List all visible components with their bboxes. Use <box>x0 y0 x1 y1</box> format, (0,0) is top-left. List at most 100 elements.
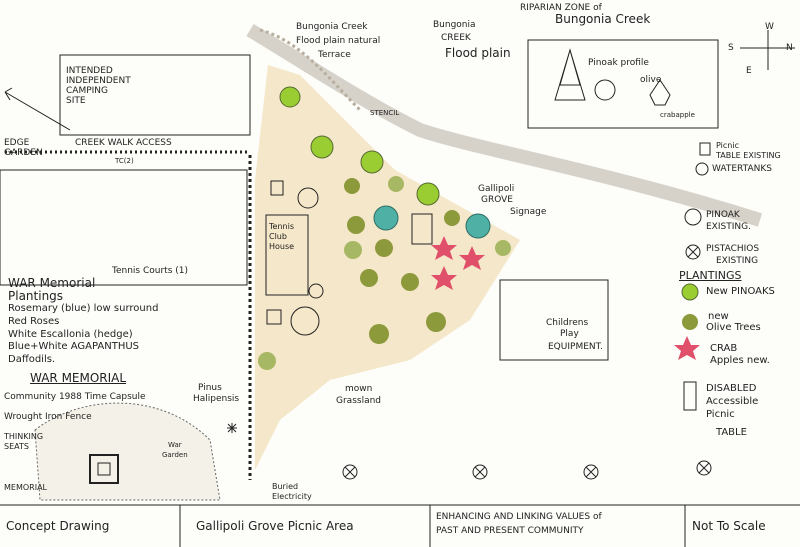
legend-crab-1: CRAB <box>710 343 738 354</box>
picnic-table-existing <box>270 180 284 196</box>
creek-band <box>246 23 763 227</box>
legend-pinoak-existing-1: PINOAK <box>706 210 740 220</box>
disabled-table-map <box>411 213 433 245</box>
camping-line-4: SITE <box>66 96 86 106</box>
camping-line-1: INTENDED <box>66 66 113 76</box>
legend-disabled-2: Accessible <box>706 396 759 407</box>
thinking-seats-1: THINKING <box>4 432 44 441</box>
picnic-table-existing <box>266 309 282 325</box>
legend-disabled-4: TABLE <box>716 427 747 438</box>
legend-watertanks: WATERTANKS <box>712 164 772 174</box>
legend-symbols <box>681 283 699 330</box>
pistachio-existing <box>472 464 488 480</box>
pistachio-existing <box>342 464 358 480</box>
crab-profile-label: crabapple <box>660 111 695 119</box>
compass-e: E <box>746 66 752 76</box>
legend-new-pinoaks: New PINOAKS <box>706 286 775 297</box>
mown-label-2: Grassland <box>336 396 381 406</box>
olive-new <box>344 178 360 194</box>
fence-label: Wrought Iron Fence <box>4 412 92 422</box>
war-plantings-title-2: Plantings <box>8 289 64 303</box>
pistachio-cross <box>698 462 710 474</box>
picnic-tables <box>266 142 711 411</box>
war-garden-label-2: Garden <box>162 451 188 459</box>
memorial-block <box>89 454 119 484</box>
pinoak-new <box>416 182 440 206</box>
edge-label: EDGE <box>4 138 30 148</box>
war-plantings-item: White Escallonia (hedge) <box>8 329 133 340</box>
olive-new <box>375 239 393 257</box>
pistachio-cross <box>687 246 699 258</box>
pinoak-new <box>310 135 334 159</box>
olive-new <box>258 352 276 370</box>
tennis-club-label: Tennis Club House <box>269 222 295 251</box>
tennis-court-box <box>0 169 248 286</box>
riparian-zone-label: RIPARIAN ZONE of <box>520 3 602 13</box>
crab-apple <box>674 336 700 360</box>
floodplain-natural-2: Flood plain natural <box>296 36 381 46</box>
legend-pinoak-existing-2: EXISTING. <box>706 222 751 232</box>
children-line-3: EQUIPMENT. <box>548 342 603 352</box>
war-plantings-item: Red Roses <box>8 316 60 327</box>
tennis-club-house <box>265 214 309 296</box>
legend-disabled-3: Picnic <box>706 409 735 420</box>
legend-new-olive-2: Olive Trees <box>706 322 761 333</box>
olive-new <box>495 240 511 256</box>
picnic-table-existing <box>699 142 711 156</box>
olive-new <box>444 210 460 226</box>
floodplain-natural-3: Terrace <box>318 50 351 60</box>
camping-line-3: CAMPING <box>66 86 108 96</box>
legend-plantings-heading: PLANTINGS <box>679 269 742 282</box>
title-scale: Not To Scale <box>692 519 766 533</box>
pinoak-existing <box>684 208 702 226</box>
buried-label-2: Electricity <box>272 492 312 501</box>
title-area: Gallipoli Grove Picnic Area <box>196 519 354 533</box>
camping-line-2: INDEPENDENT <box>66 76 131 86</box>
profile-box <box>527 39 719 129</box>
legend-picnic-existing-2: TABLE EXISTING <box>716 151 781 160</box>
legend-crab-2: Apples new. <box>710 355 770 366</box>
pinus-label-2: Halipensis <box>193 394 240 404</box>
creek-flood-1: Bungonia <box>433 20 476 30</box>
pinoak-profile <box>554 48 586 101</box>
legend-disabled-1: DISABLED <box>706 383 757 394</box>
pinus-label-1: Pinus <box>198 383 222 393</box>
memorial-inner <box>97 462 111 476</box>
war-memorial-heading: WAR MEMORIAL <box>30 371 127 385</box>
compass-cross <box>740 30 795 70</box>
legend-picnic-existing-1: Picnic <box>716 141 739 150</box>
pinoak-profile-label: Pinoak profile <box>588 58 649 68</box>
pistachio-markers <box>342 244 712 480</box>
children-line-1: Childrens <box>546 318 589 328</box>
crab-apple <box>431 266 457 290</box>
crab-profile <box>649 79 671 106</box>
memorial-label: MEMORIAL <box>4 483 48 492</box>
thinking-seats-2: SEATS <box>4 442 29 451</box>
teal-tree <box>373 205 399 231</box>
pinoak-existing <box>290 306 320 336</box>
war-garden-label-1: War <box>168 441 182 449</box>
mown-label-1: mown <box>345 384 373 394</box>
legend-pistachios-2: EXISTING <box>716 256 759 266</box>
crab-apple <box>431 236 457 260</box>
children-play-box <box>499 279 609 361</box>
olive-new <box>360 269 378 287</box>
stencil-label: STENCIL <box>370 109 400 117</box>
olive-profile <box>594 79 616 101</box>
war-plantings-item: Daffodils. <box>8 354 56 365</box>
tennis-courts-label: Tennis Courts (1) <box>112 266 188 276</box>
creek-flood-2: CREEK <box>441 33 471 43</box>
legend-olive-swatch <box>682 314 698 330</box>
compass-w: W <box>765 22 774 32</box>
war-plantings-item: Rosemary (blue) low surround <box>8 303 159 314</box>
tree-markers <box>258 86 702 370</box>
crab-apple <box>459 246 485 270</box>
disabled-table-legend <box>683 381 697 411</box>
floodplain-natural-1: Bungonia Creek <box>296 22 368 32</box>
pinoak-new <box>279 86 301 108</box>
pistachio-cross <box>344 466 356 478</box>
watertank <box>695 162 709 176</box>
pistachio-cross <box>585 466 597 478</box>
pistachio-cross <box>474 466 486 478</box>
